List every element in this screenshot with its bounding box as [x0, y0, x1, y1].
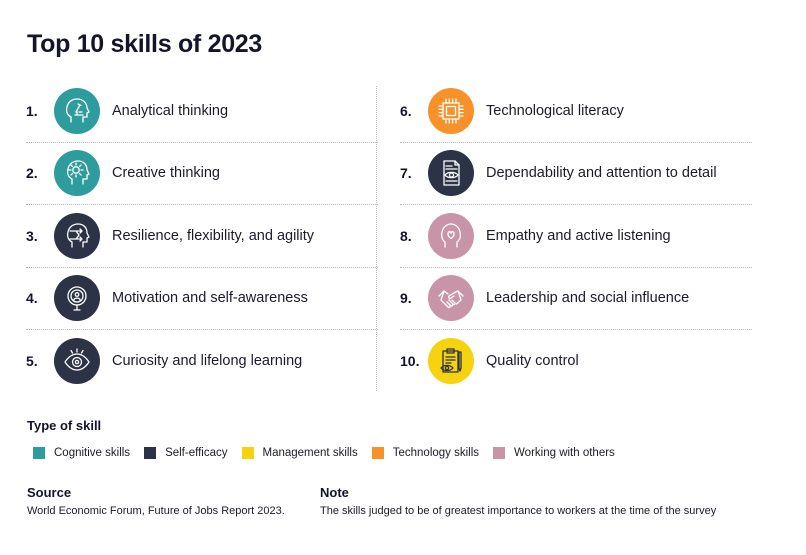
- skill-label: Resilience, flexibility, and agility: [112, 227, 315, 244]
- source-title: Source: [27, 485, 72, 500]
- skill-rank: 10.: [400, 353, 420, 370]
- skill-rank: 9.: [400, 290, 412, 307]
- skill-rank: 2.: [26, 165, 38, 182]
- legend-swatch: [241, 447, 254, 459]
- legend-label: Self-efficacy: [165, 447, 228, 459]
- legend-label: Working with others: [514, 447, 615, 459]
- skill-label: Leadership and social influence: [486, 290, 690, 307]
- head-heart-icon: [428, 212, 474, 259]
- skill-rank: 6.: [400, 102, 412, 119]
- document-eye-icon: [428, 150, 474, 197]
- note-text: The skills judged to be of greatest impo…: [320, 505, 717, 517]
- legend-item-technology: Technology skills: [371, 447, 480, 459]
- legend-item-self-efficacy: Self-efficacy: [144, 447, 228, 459]
- head-arrows-icon: [54, 212, 100, 259]
- legend-item-management: Management skills: [241, 447, 358, 459]
- skill-label: Motivation and self-awareness: [112, 290, 308, 307]
- head-lightbulb-icon: [54, 150, 100, 197]
- skill-rank: 3.: [26, 227, 38, 244]
- chip-icon: [428, 87, 474, 134]
- legend-label: Technology skills: [392, 447, 480, 459]
- legend-swatch: [33, 447, 45, 459]
- skills-column-right: 6. Technological literacy 7. Dependabili…: [400, 80, 752, 393]
- source-text: World Economic Forum, Future of Jobs Rep…: [27, 505, 285, 517]
- skill-label: Creative thinking: [112, 165, 220, 182]
- legend-label: Cognitive skills: [54, 447, 131, 459]
- legend-item-cognitive: Cognitive skills: [33, 447, 130, 459]
- handshake-icon: [428, 275, 474, 322]
- skill-row: 10. Quality control: [400, 330, 752, 393]
- skill-row: 8. Empathy and active listening: [400, 205, 752, 268]
- skill-label: Analytical thinking: [112, 102, 229, 119]
- skill-row: 3. Resilience, flexibility, and agility: [26, 205, 378, 268]
- magnifier-person-icon: [54, 275, 100, 322]
- skill-label: Dependability and attention to detail: [486, 165, 717, 182]
- skill-rank: 1.: [26, 102, 38, 119]
- chart-title: Top 10 skills of 2023: [27, 30, 263, 58]
- legend: Cognitive skills Self-efficacy Managemen…: [33, 447, 629, 459]
- skill-row: 4. Motivation and self-awareness: [26, 268, 378, 330]
- skill-row: 5. Curiosity and lifelong learning: [26, 330, 378, 393]
- skill-rank: 5.: [26, 353, 38, 370]
- eye-icon: [54, 338, 100, 385]
- skill-row: 1. Analytical thinking: [26, 80, 378, 143]
- legend-swatch: [371, 447, 384, 459]
- skill-label: Curiosity and lifelong learning: [112, 353, 303, 370]
- skill-row: 7. Dependability and attention to detail: [400, 143, 752, 205]
- legend-swatch: [493, 447, 506, 459]
- legend-swatch: [144, 447, 157, 459]
- skill-rank: 7.: [400, 165, 412, 182]
- skills-column-left: 1. Analytical thinking 2. Creative think…: [26, 80, 378, 393]
- skill-row: 9. Leadership and social influence: [400, 268, 752, 330]
- legend-item-working-with-others: Working with others: [493, 447, 615, 459]
- legend-label: Management skills: [262, 447, 358, 459]
- skill-rank: 8.: [400, 227, 412, 244]
- skill-row: 6. Technological literacy: [400, 80, 752, 143]
- skill-row: 2. Creative thinking: [26, 143, 378, 205]
- note-title: Note: [320, 485, 349, 500]
- column-divider: [376, 86, 377, 391]
- skill-rank: 4.: [26, 290, 38, 307]
- skill-label: Empathy and active listening: [486, 227, 671, 244]
- skill-label: Technological literacy: [486, 102, 624, 119]
- head-microscope-icon: [54, 87, 100, 134]
- legend-title: Type of skill: [27, 418, 102, 433]
- skill-label: Quality control: [486, 353, 579, 370]
- clipboard-eye-icon: [428, 338, 474, 385]
